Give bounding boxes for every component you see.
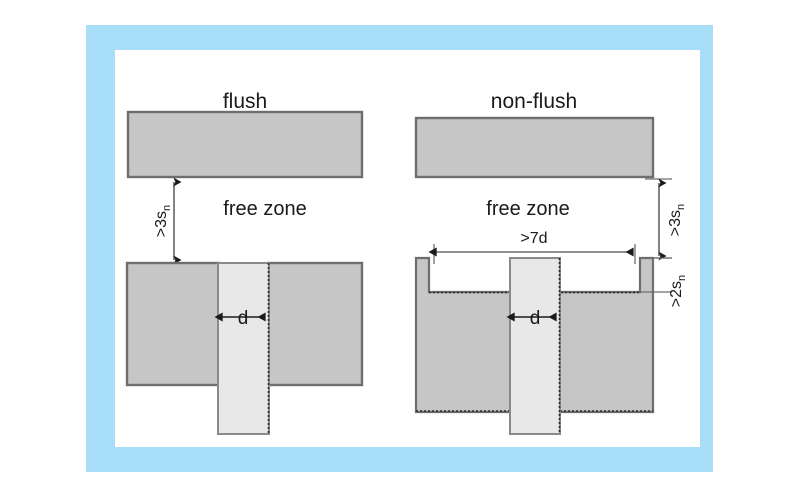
free-zone-label-non-flush: free zone — [486, 198, 569, 220]
mount-block-left-flush — [125, 261, 221, 387]
free-zone-label-flush: free zone — [223, 198, 306, 220]
dim-label-d-non-flush: d — [530, 308, 541, 329]
panel-flush: flush free zone >3sn d — [125, 90, 364, 435]
mount-block-right-flush — [266, 261, 364, 387]
panel-non-flush: non-flush free zone >7d d >3sn — [414, 90, 688, 435]
panel-title-non-flush: non-flush — [491, 90, 577, 113]
svg-text:>2sn: >2sn — [668, 275, 688, 307]
target-column-flush — [217, 262, 270, 435]
svg-text:>3sn: >3sn — [667, 204, 687, 236]
dim-label-3sn-non-flush: >3sn — [667, 204, 687, 236]
panel-title-flush: flush — [223, 90, 267, 113]
sensor-block-flush — [126, 110, 364, 179]
svg-text:>3sn: >3sn — [153, 205, 173, 237]
dim-label-3sn-flush: >3sn — [153, 205, 173, 237]
dim-label-7d: >7d — [520, 230, 547, 247]
sensor-block-non-flush — [414, 116, 655, 179]
dim-label-d-flush: d — [238, 308, 249, 329]
target-column-non-flush — [509, 257, 561, 435]
dim-label-2sn: >2sn — [668, 275, 688, 307]
